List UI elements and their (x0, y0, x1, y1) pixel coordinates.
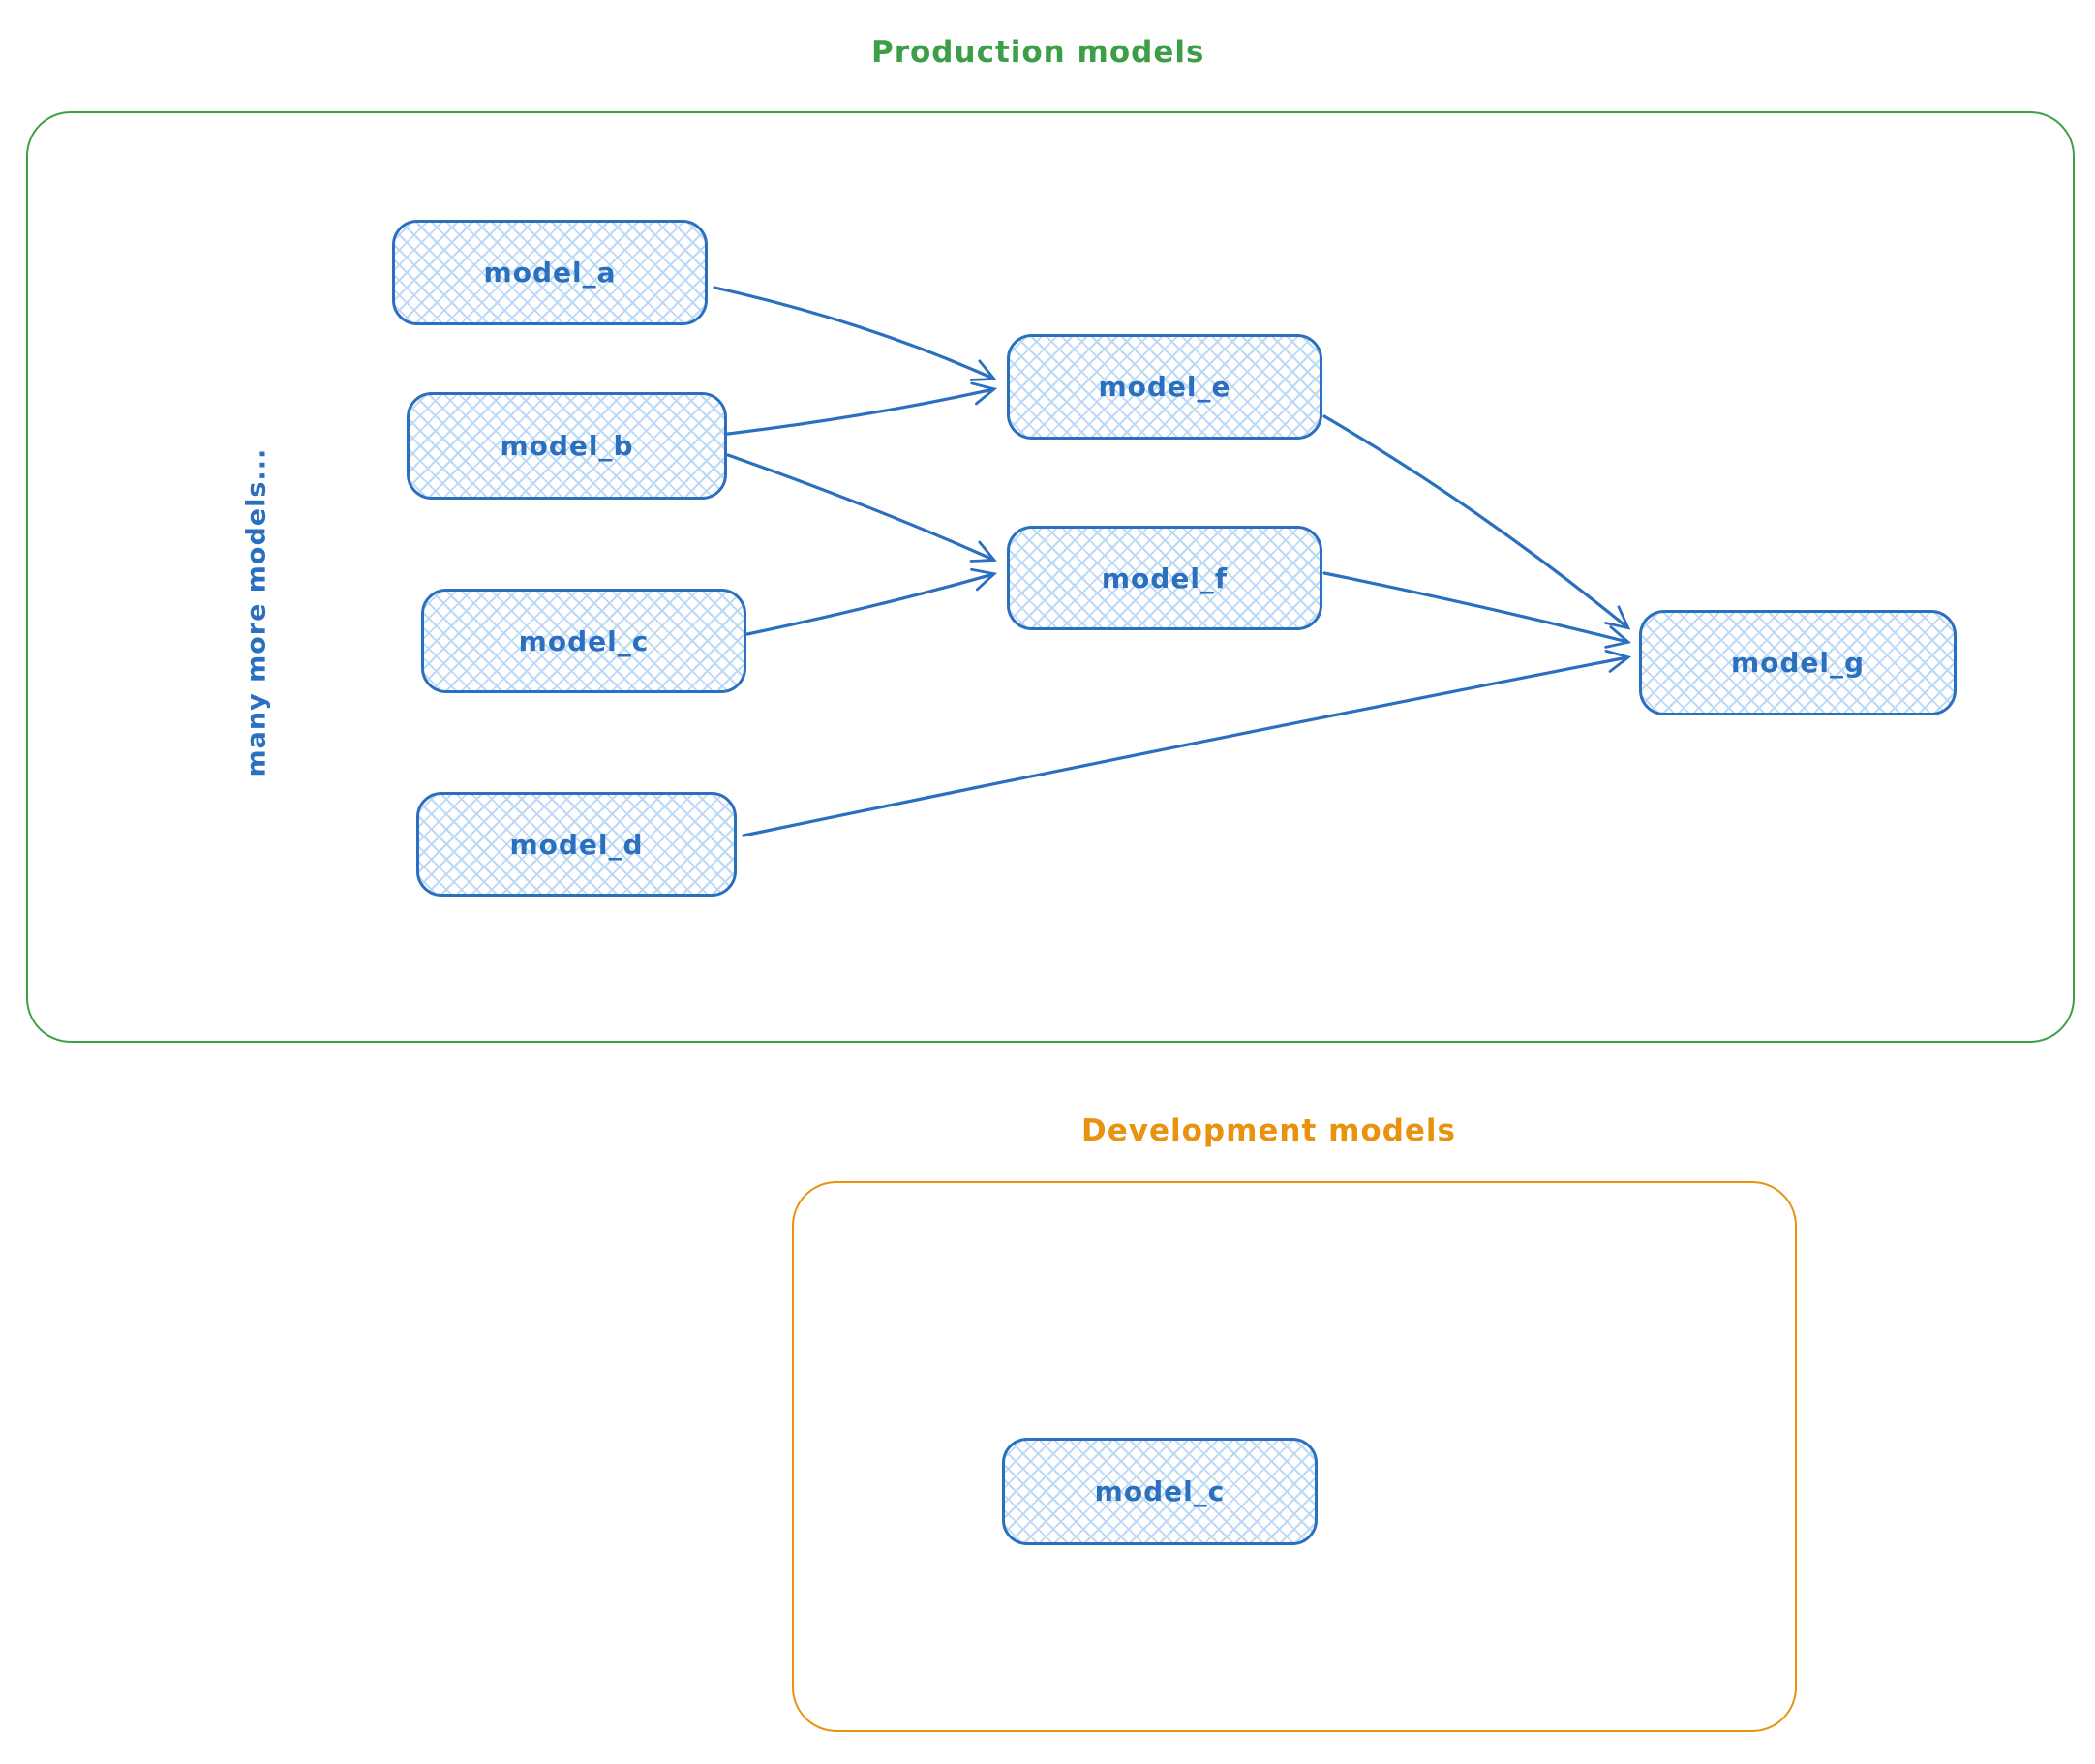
production-section-container (26, 111, 2075, 1043)
node-model-g: model_g (1639, 610, 1957, 715)
development-section-title: Development models (1081, 1113, 1457, 1148)
node-model-c-label: model_c (518, 624, 650, 657)
node-model-g-label: model_g (1730, 647, 1866, 679)
node-model-c: model_c (421, 589, 746, 693)
node-dev-model-c: model_c (1002, 1438, 1318, 1545)
node-model-d-label: model_d (509, 828, 644, 861)
node-model-e: model_e (1007, 334, 1322, 440)
node-model-f: model_f (1007, 526, 1322, 630)
node-dev-model-c-label: model_c (1094, 1475, 1226, 1507)
development-section-container (792, 1181, 1797, 1732)
node-model-b-label: model_b (500, 430, 634, 462)
node-model-f-label: model_f (1101, 562, 1229, 594)
node-model-e-label: model_e (1098, 371, 1231, 403)
node-model-d: model_d (416, 792, 737, 897)
node-model-b: model_b (407, 392, 727, 500)
node-model-a-label: model_a (483, 257, 617, 289)
many-more-models-note: many more models... (241, 447, 272, 777)
node-model-a: model_a (392, 220, 708, 325)
production-section-title: Production models (871, 35, 1205, 70)
